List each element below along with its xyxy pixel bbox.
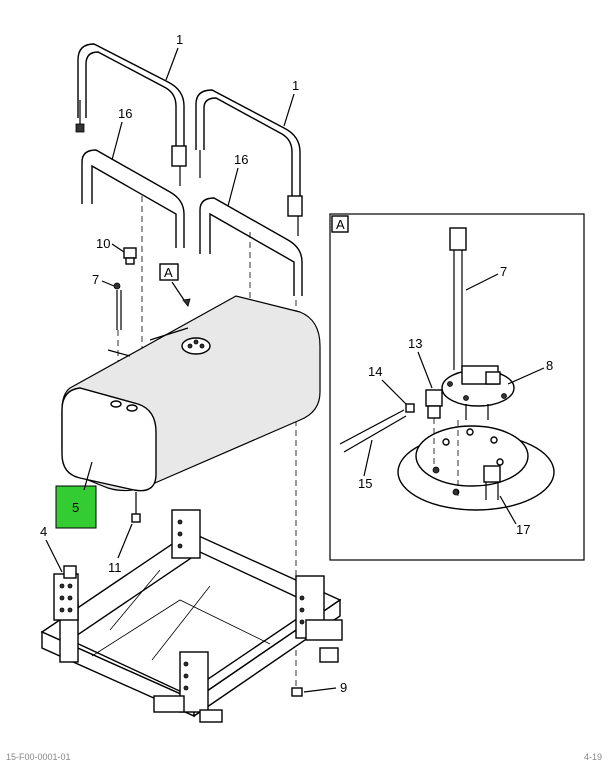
detail-callout-7: 7 — [500, 264, 507, 279]
nut-9 — [291, 687, 303, 697]
callout-7: 7 — [92, 272, 99, 287]
callout-4: 4 — [40, 524, 47, 539]
callout-11: 11 — [108, 560, 122, 575]
view-a-ref-text: A — [164, 265, 173, 280]
bolt-7-main — [113, 282, 122, 330]
callout-16-right: 16 — [234, 152, 248, 167]
detail-view-a-label: A — [336, 217, 345, 232]
callout-1-right: 1 — [292, 78, 299, 93]
detail-callout-17: 17 — [516, 522, 530, 537]
callout-9: 9 — [340, 680, 347, 695]
fuel-tank — [61, 295, 321, 492]
footer-right-code: 4-19 — [584, 752, 602, 761]
pad-right — [199, 197, 303, 296]
view-a-ref-box — [159, 263, 179, 281]
callout-5: 5 — [72, 500, 79, 515]
detail-view-a: A — [329, 213, 585, 561]
highlight-box-part-5[interactable] — [55, 485, 97, 529]
detail-callout-13: 13 — [408, 336, 422, 351]
callout-16-left: 16 — [118, 106, 132, 121]
callout-10: 10 — [96, 236, 110, 251]
detail-callout-14: 14 — [368, 364, 382, 379]
mounting-frame — [40, 509, 343, 723]
callout-1-left: 1 — [176, 32, 183, 47]
pad-left — [81, 149, 185, 248]
strap-left — [75, 43, 187, 186]
vent-plug — [123, 247, 137, 265]
detail-callout-15: 15 — [358, 476, 372, 491]
bracket-4 — [53, 565, 79, 621]
detail-callout-8: 8 — [546, 358, 553, 373]
strap-right — [195, 89, 303, 236]
drain-plug — [131, 492, 141, 523]
footer-left-code: 15-F00-0001-01 — [6, 752, 71, 761]
